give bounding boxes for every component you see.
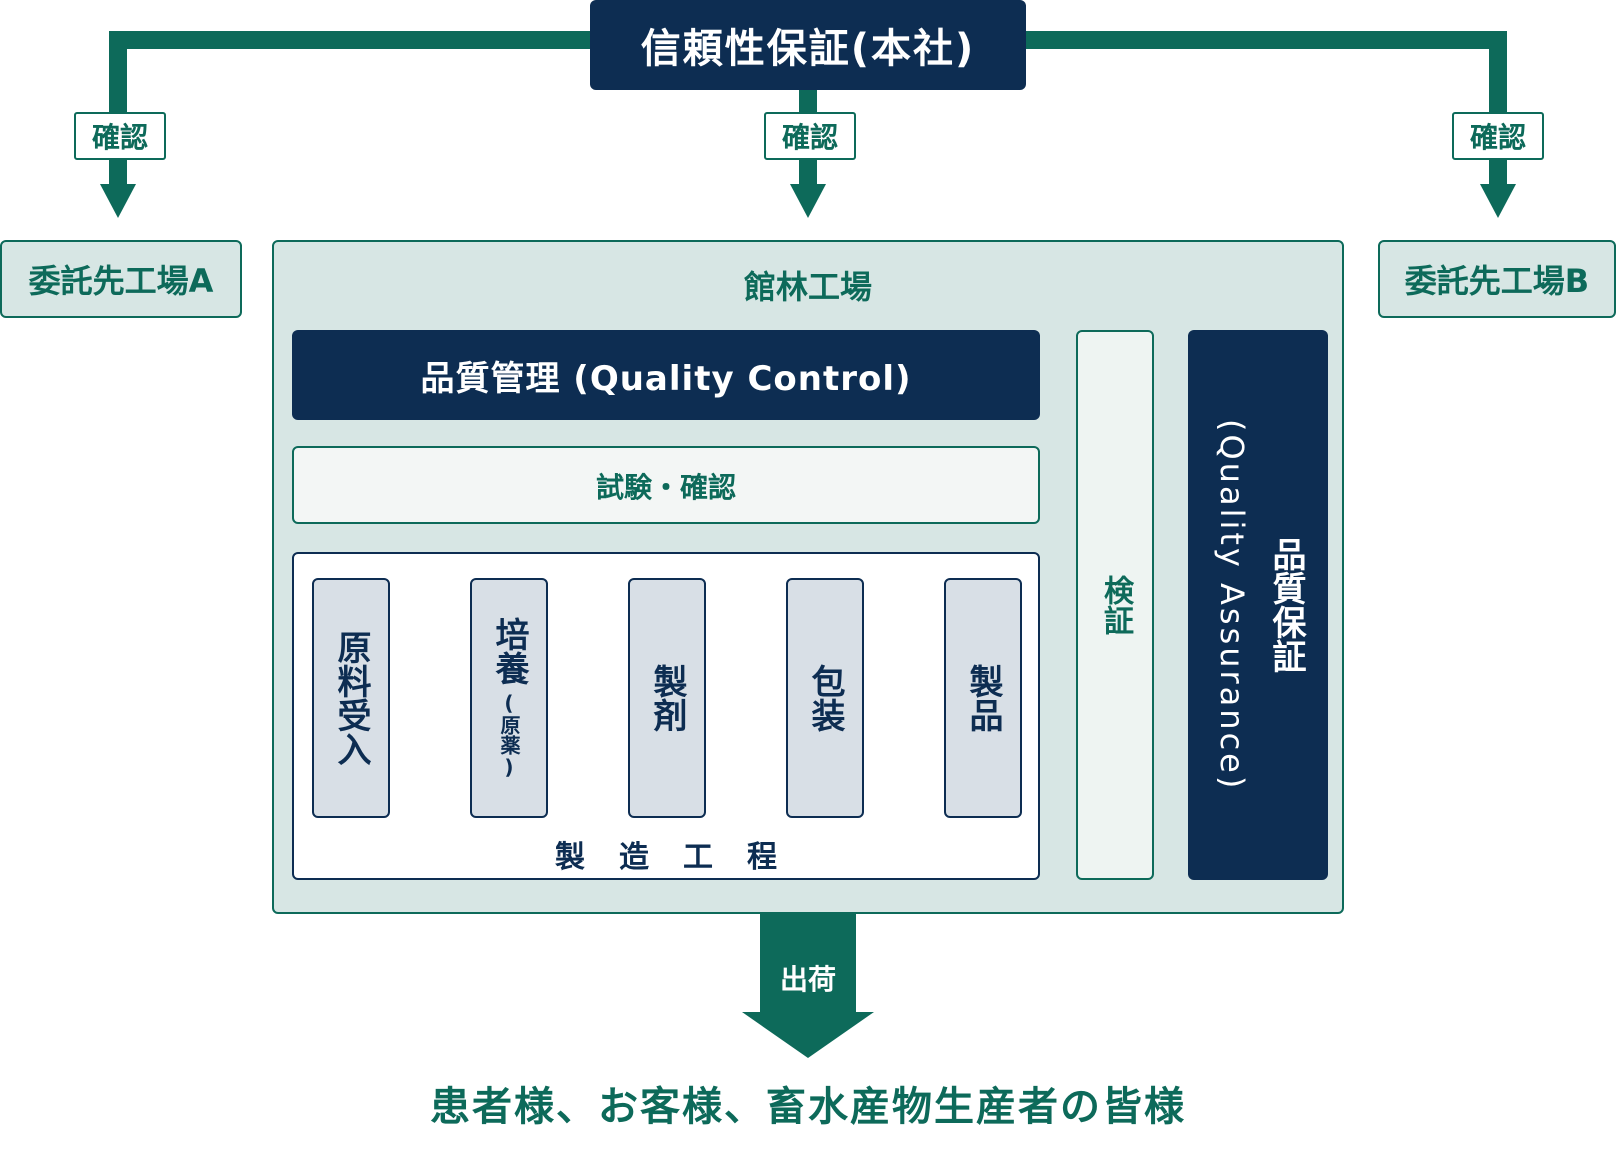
- step-sublabel: (原薬): [497, 691, 521, 779]
- confirm-badge-right: 確認: [1452, 112, 1544, 160]
- contractor-factory-b: 委託先工場B: [1378, 240, 1616, 318]
- process-label: 製造工程: [555, 840, 811, 875]
- test-confirm-band: [292, 446, 1040, 524]
- confirm-label-right: 確認: [1469, 121, 1526, 154]
- quality-control-label: 品質管理 (Quality Control): [420, 358, 912, 399]
- confirm-label-center: 確認: [781, 121, 838, 154]
- verification-column: 検証: [1076, 330, 1154, 880]
- step-formulation: 製剤: [628, 578, 706, 818]
- verification-label: 検証: [1098, 575, 1133, 635]
- hq-right-line: [1026, 31, 1507, 188]
- hq-left-line: [109, 31, 590, 188]
- contractor-factory-a: 委託先工場A: [0, 240, 242, 318]
- quality-assurance-jp: 品質保証: [1266, 537, 1306, 673]
- test-confirm-label: 試験・確認: [595, 471, 736, 504]
- step-label: 製剤: [647, 664, 687, 732]
- quality-assurance-box: 品質保証 (Quality Assurance): [1188, 330, 1328, 880]
- confirm-badge-left: 確認: [74, 112, 166, 160]
- arrowhead-right: [1480, 184, 1516, 218]
- recipients-label: 患者様、お客様、畜水産物生産者の皆様: [430, 1084, 1186, 1130]
- step-packaging: 包装: [786, 578, 864, 818]
- step-label: 培養: [489, 617, 529, 685]
- step-culture: 培養 (原薬): [470, 578, 548, 818]
- confirm-label-left: 確認: [91, 121, 148, 154]
- step-label: 製品: [963, 664, 1003, 732]
- quality-control-box: 品質管理 (Quality Control): [292, 330, 1040, 420]
- contractor-a-label: 委託先工場A: [28, 262, 214, 300]
- step-label: 原料受入: [331, 630, 371, 766]
- step-raw-material: 原料受入: [312, 578, 390, 818]
- headquarters-label: 信頼性保証(本社): [640, 26, 976, 72]
- shipping-label: 出荷: [779, 963, 836, 996]
- confirm-badge-center: 確認: [764, 112, 856, 160]
- factory-title: 館林工場: [743, 268, 872, 306]
- headquarters-box: 信頼性保証(本社): [590, 0, 1026, 90]
- shipping-arrow: [742, 914, 874, 1058]
- step-label: 包装: [805, 664, 845, 732]
- arrowhead-center: [790, 184, 826, 218]
- quality-assurance-en: (Quality Assurance): [1213, 418, 1251, 792]
- step-product: 製品: [944, 578, 1022, 818]
- arrowhead-left: [100, 184, 136, 218]
- contractor-b-label: 委託先工場B: [1404, 262, 1590, 300]
